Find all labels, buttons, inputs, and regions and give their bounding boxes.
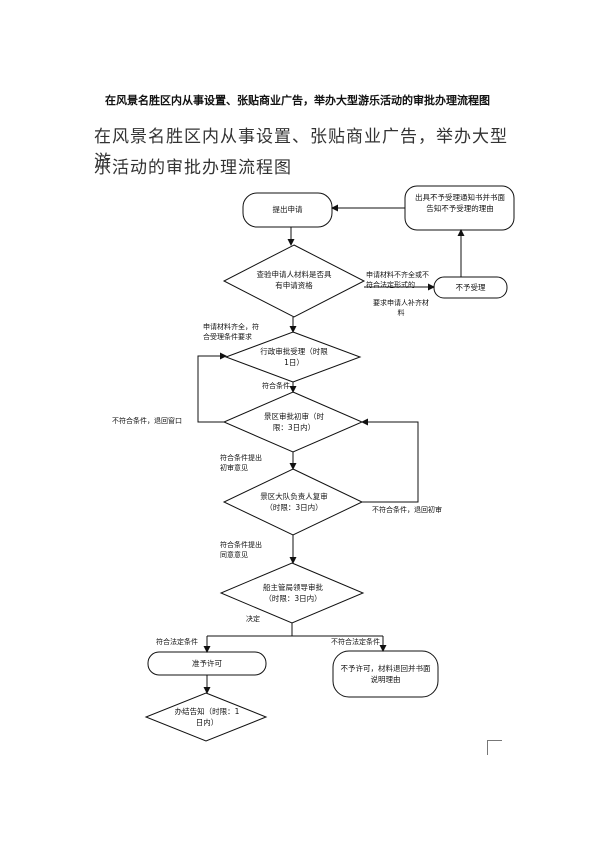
- label-not-legal: 不符合法定条件: [331, 638, 380, 646]
- flowchart-title-line-1: 在风景名胜区内从事设置、张贴商业广告，举办大型游: [94, 127, 508, 172]
- apply-node-text: 提出申请: [272, 205, 303, 214]
- initial-review-node-text: 景区审批初审（时限：3日内）: [264, 412, 324, 432]
- reject-accept-node-text: 不予受理: [455, 283, 486, 292]
- handle-node-text: 办结告知（时限：1日内）: [174, 707, 240, 727]
- label-complete: 申请材料齐全，符合受理条件要求: [203, 323, 259, 341]
- label-meets-1: 符合条件: [262, 382, 290, 390]
- page-title: 在风景名胜区内从事设置、张贴商业广告，举办大型游乐活动的审批办理流程图: [105, 94, 490, 107]
- label-not-meet-return-initial: 不符合条件，退回初审: [372, 506, 442, 514]
- label-supplement: 要求申请人补齐材料: [373, 299, 429, 317]
- label-meets-2: 符合条件提出初审意见: [220, 454, 262, 472]
- permit-node-text: 准予许可: [192, 659, 222, 668]
- re-review-node-text: 景区大队负责人复审（时限：3日内）: [260, 492, 328, 512]
- no-permit-node-text: 不予许可，材料退回并书面说明理由: [340, 664, 431, 684]
- accept-node-text: 行政审批受理（时限1日）: [260, 347, 328, 367]
- final-decision-node-text: 船主管局领导审批（时限：3日内）: [263, 583, 323, 603]
- review-materials-node: [222, 244, 366, 318]
- label-decision: 决定: [246, 615, 260, 623]
- notice-reject-node-text: 出具不予受理通知书并书面告知不予受理的理由: [415, 193, 505, 213]
- label-incomplete: 申请材料不齐全或不符合法定形式的: [366, 271, 429, 289]
- label-not-meet-return-window: 不符合条件，退回窗口: [112, 417, 182, 425]
- label-meets-3: 符合条件提出同意意见: [220, 541, 262, 559]
- review-materials-node-text: 查验申请人材料是否具有申请资格: [256, 270, 332, 290]
- handle-node: [144, 692, 268, 742]
- flowchart-title-line-2: 乐活动的审批办理流程图: [94, 158, 292, 178]
- label-legal: 符合法定条件: [156, 638, 198, 646]
- page-corner-mark: [487, 740, 502, 755]
